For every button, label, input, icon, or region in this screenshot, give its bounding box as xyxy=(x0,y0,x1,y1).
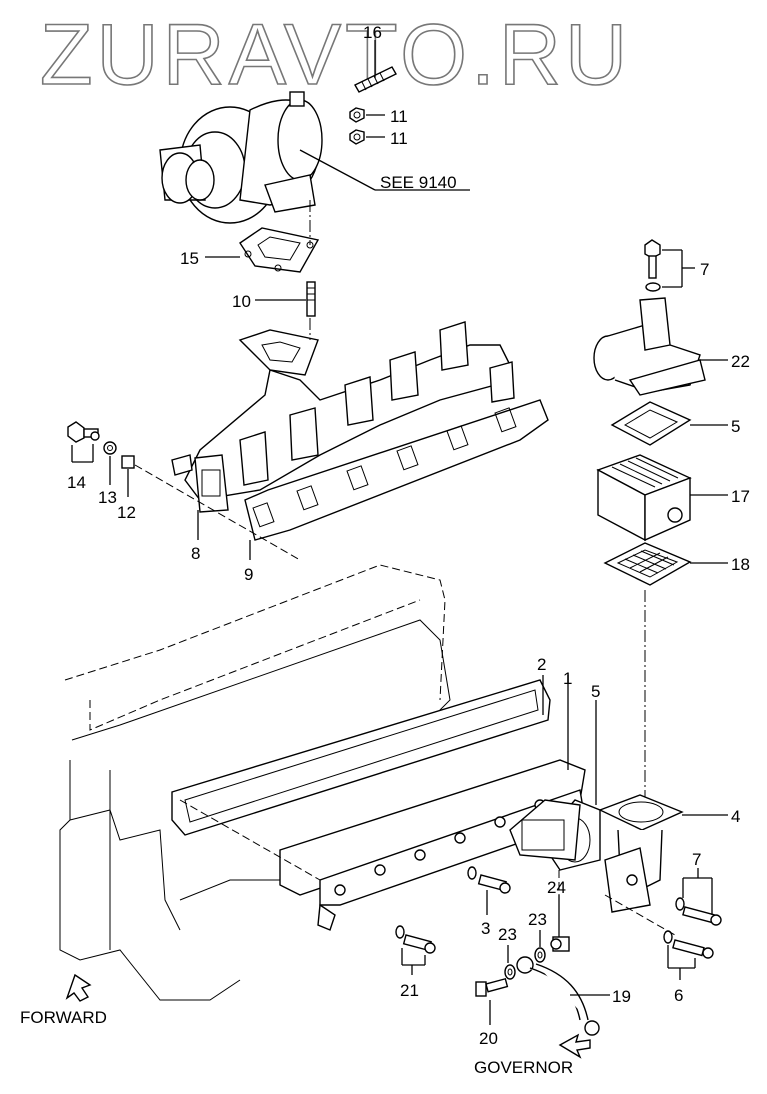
nut xyxy=(349,129,365,145)
callout-23: 23 xyxy=(498,925,517,944)
bolt-with-washer xyxy=(67,421,100,443)
forward-arrow-icon xyxy=(65,973,92,1002)
bolt-with-washer xyxy=(663,930,714,959)
intake-flange xyxy=(509,799,581,861)
callout-5: 5 xyxy=(731,417,740,436)
nut xyxy=(349,107,365,123)
callout-1: 1 xyxy=(563,669,572,688)
callout-14: 14 xyxy=(67,473,86,492)
governor-tube xyxy=(516,956,600,1036)
callout-23: 23 xyxy=(528,910,547,929)
callout-see-9140: SEE 9140 xyxy=(380,173,457,192)
fitting xyxy=(550,936,570,952)
callout-5: 5 xyxy=(591,682,600,701)
sealing-washer xyxy=(504,964,516,980)
intake-manifold xyxy=(279,759,586,931)
washer xyxy=(103,441,117,455)
callout-22: 22 xyxy=(731,352,750,371)
callout-6: 6 xyxy=(674,986,683,1005)
callout-20: 20 xyxy=(479,1029,498,1048)
banjo-bolt xyxy=(475,977,509,997)
callout-15: 15 xyxy=(180,249,199,268)
bolt-with-washer xyxy=(644,239,661,292)
manifold-gasket xyxy=(244,399,549,541)
elbow-housing xyxy=(593,297,706,396)
heat-exchanger xyxy=(596,454,692,542)
turbocharger xyxy=(159,91,323,224)
bolt xyxy=(395,925,436,954)
forward-label: FORWARD xyxy=(20,1008,107,1027)
callout-7: 7 xyxy=(692,850,701,869)
callout-16: 16 xyxy=(363,23,382,42)
callout-9: 9 xyxy=(244,565,253,584)
callout-11: 11 xyxy=(390,129,408,148)
screen-plate xyxy=(603,542,692,586)
exhaust-manifold xyxy=(171,321,515,513)
inlet-elbow xyxy=(598,794,684,913)
engine-block-outline xyxy=(59,564,451,1001)
bolt-with-washer xyxy=(675,897,722,926)
elbow-gasket xyxy=(610,401,692,446)
plug xyxy=(121,455,135,469)
callout-2: 2 xyxy=(537,655,546,674)
callout-4: 4 xyxy=(731,807,740,826)
callout-12: 12 xyxy=(117,503,136,522)
intake-gasket xyxy=(171,679,551,836)
callout-8: 8 xyxy=(191,544,200,563)
governor-label: GOVERNOR xyxy=(474,1058,573,1077)
callout-10: 10 xyxy=(232,292,251,311)
watermark: ZURAVTO.RU xyxy=(40,7,631,103)
bolt xyxy=(467,866,511,894)
callout-21: 21 xyxy=(400,981,419,1000)
callout-7: 7 xyxy=(700,260,709,279)
callout-13: 13 xyxy=(98,488,117,507)
sealing-washer xyxy=(534,947,546,963)
callout-11: 11 xyxy=(390,107,408,126)
turbo-stud xyxy=(354,66,397,93)
callout-18: 18 xyxy=(731,555,750,574)
callout-19: 19 xyxy=(612,987,631,1006)
callout-3: 3 xyxy=(481,919,490,938)
governor-arrow-icon xyxy=(558,1033,591,1059)
callout-24: 24 xyxy=(547,878,566,897)
turbo-gasket xyxy=(239,227,320,273)
manifold-stud xyxy=(306,281,316,317)
callout-17: 17 xyxy=(731,487,750,506)
